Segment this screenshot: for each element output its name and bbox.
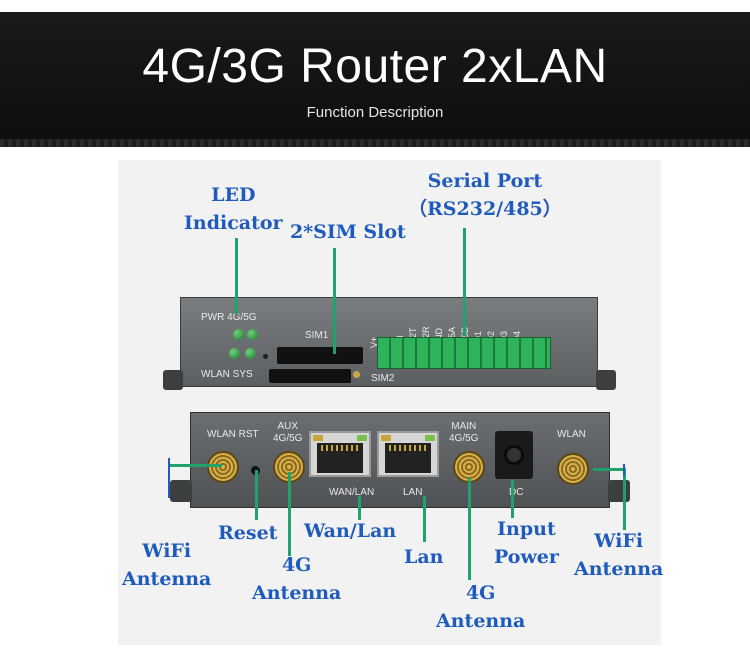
callout-line: （RS232/485） <box>408 197 562 220</box>
dc-jack[interactable] <box>495 431 533 479</box>
callout-line: Power <box>494 545 559 568</box>
port-pins <box>321 445 359 451</box>
dc-label: DC <box>509 487 524 498</box>
terminal-block <box>377 337 551 369</box>
port-pins <box>389 445 427 451</box>
callout-reset: Reset <box>218 522 278 544</box>
sim1-label: SIM1 <box>305 330 329 341</box>
callout-wifi-antenna-left: WiFi Antenna <box>122 538 211 593</box>
leader-reset <box>255 470 258 520</box>
callout-line: 4G <box>465 582 496 604</box>
callout-wan-lan: Wan/Lan <box>304 520 397 542</box>
wlan-sys-label: WLAN SYS <box>201 369 253 380</box>
leader-4g-left <box>288 472 291 556</box>
callout-4g-antenna-left: 4G Antenna <box>252 552 341 607</box>
callout-sim-slot: 2*SIM Slot <box>290 221 406 243</box>
callout-line: Antenna <box>252 581 342 604</box>
callout-line: Input <box>497 518 556 540</box>
back-mount-ear-left <box>170 480 192 502</box>
port-led <box>313 435 323 441</box>
callout-serial-port: Serial Port （RS232/485） <box>408 168 562 223</box>
leader-sim <box>333 248 336 354</box>
router-back-view: WLAN RST AUX 4G/5G WAN/LAN LAN MAIN 4G/5… <box>190 412 610 508</box>
main-label-line: MAIN <box>451 421 477 432</box>
product-panel: PWR 4G/5G WLAN SYS SIM1 SIM2 V+ V- EN 23… <box>118 160 663 645</box>
leader-4g-right <box>468 478 471 580</box>
sim2-eject <box>353 371 360 378</box>
callout-lan: Lan <box>404 546 444 568</box>
front-mount-ear-left <box>163 370 183 390</box>
leader-wifi-left <box>170 464 222 467</box>
aux-label-line: AUX <box>277 421 299 432</box>
wlan-right-label: WLAN <box>557 429 586 440</box>
port-led <box>425 435 435 441</box>
page-title: 4G/3G Router 2xLAN <box>142 40 608 93</box>
callout-line: Indicator <box>184 211 283 234</box>
callout-4g-antenna-right: 4G Antenna <box>436 580 525 635</box>
wan-lan-port[interactable] <box>309 431 371 477</box>
wifi-antenna-connector-right <box>557 453 589 485</box>
sim2-slot <box>269 369 351 383</box>
lan-port[interactable] <box>377 431 439 477</box>
callout-line: Antenna <box>122 567 212 590</box>
terminal-pin-labels: V+ V- EN 232T 232R GND 485A 485B I/O1 I/… <box>369 300 553 348</box>
port-led <box>381 435 391 441</box>
sim2-label: SIM2 <box>371 373 395 384</box>
sys-led <box>245 348 256 359</box>
leader-wifi-right-vertical <box>623 468 626 530</box>
leader-wifi-left-tick <box>168 458 170 498</box>
lan-port-label: LAN <box>403 487 423 498</box>
pwr-led-label: PWR 4G/5G <box>201 312 257 323</box>
4g-led <box>247 329 258 340</box>
callout-line: Serial Port <box>427 170 543 192</box>
router-front-view: PWR 4G/5G WLAN SYS SIM1 SIM2 V+ V- EN 23… <box>180 297 598 387</box>
sim1-slot <box>277 347 363 364</box>
main-label: MAIN 4G/5G <box>449 421 478 445</box>
wifi-antenna-connector-left <box>207 451 239 483</box>
wlan-led <box>229 348 240 359</box>
aux-label: AUX 4G/5G <box>273 421 302 445</box>
callout-led-indicator: LED Indicator <box>184 182 283 237</box>
back-mount-ear-right <box>608 480 630 502</box>
main-label-line: 4G/5G <box>449 433 479 444</box>
4g-main-antenna-connector <box>453 451 485 483</box>
leader-led <box>235 238 238 314</box>
leader-wifi-right-tick <box>623 464 625 476</box>
callout-line: WiFi <box>142 540 192 562</box>
leader-wifi-right <box>593 468 625 471</box>
wan-lan-port-label: WAN/LAN <box>329 487 375 498</box>
callout-wifi-antenna-right: WiFi Antenna <box>574 528 663 583</box>
callout-input-power: Input Power <box>494 516 559 571</box>
pwr-led <box>233 329 244 340</box>
leader-serial <box>463 228 466 336</box>
banner: 4G/3G Router 2xLAN Function Description <box>0 12 750 147</box>
front-mount-ear-right <box>596 370 616 390</box>
callout-line: LED <box>211 184 256 206</box>
leader-power <box>511 480 514 518</box>
callout-line: Antenna <box>574 557 664 580</box>
port-led <box>357 435 367 441</box>
aux-label-line: 4G/5G <box>273 433 303 444</box>
leader-lan <box>423 496 426 542</box>
page-subtitle: Function Description <box>306 104 444 121</box>
callout-line: WiFi <box>594 530 644 552</box>
dc-socket <box>504 445 524 465</box>
wlan-rst-label: WLAN RST <box>207 429 259 440</box>
callout-line: 4G <box>281 554 312 576</box>
leader-wan-lan <box>358 496 361 520</box>
callout-line: Antenna <box>436 609 526 632</box>
led-dot <box>263 354 268 359</box>
